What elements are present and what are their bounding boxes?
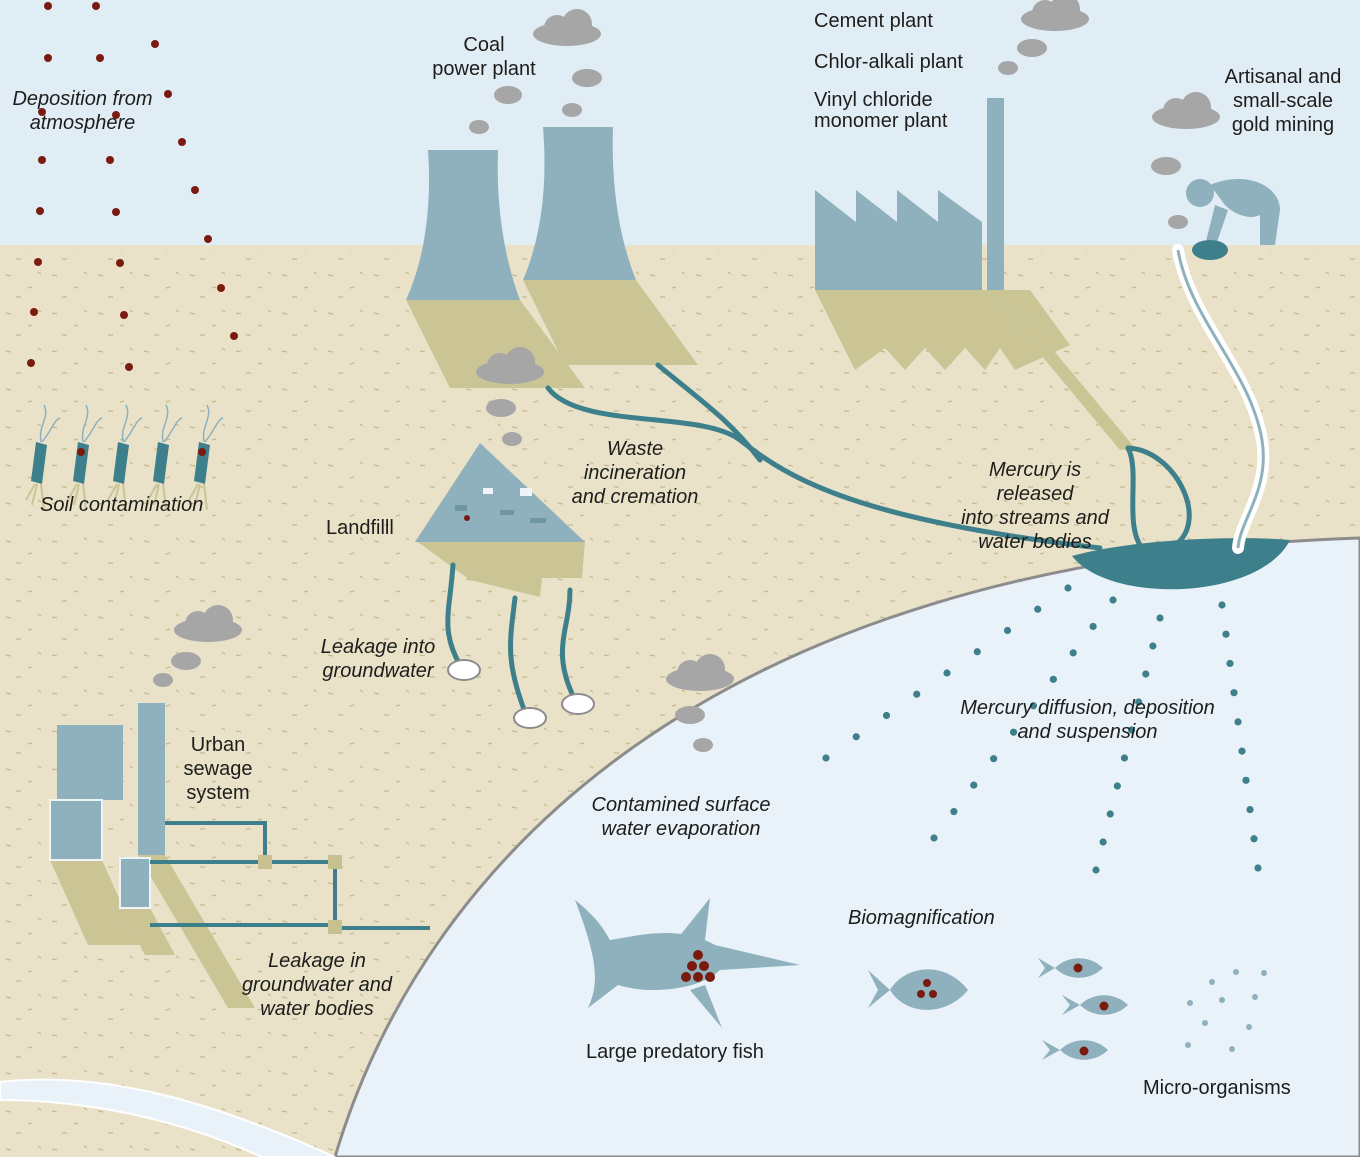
label-coal-power-plant: Coal power plant <box>418 33 550 81</box>
label-mercury-released: Mercury is released into streams and wat… <box>950 458 1120 554</box>
label-biomagnification: Biomagnification <box>848 906 995 930</box>
label-chlor-alkali: Chlor-alkali plant <box>814 50 963 74</box>
sewage-stack <box>138 703 165 855</box>
label-vinyl-chloride: Vinyl chloride monomer plant <box>814 90 947 132</box>
label-deposition: Deposition from atmosphere <box>10 87 155 135</box>
label-artisanal-mining: Artisanal and small-scale gold mining <box>1220 65 1346 137</box>
sewage-tank-bottom <box>50 800 102 860</box>
label-evaporation: Contamined surface water evaporation <box>588 793 774 841</box>
label-mercury-diffusion: Mercury diffusion, deposition and suspen… <box>955 696 1220 744</box>
label-cement-plant: Cement plant <box>814 9 933 33</box>
sewage-tank-top <box>57 725 123 800</box>
factory-chimney <box>987 98 1004 290</box>
label-landfill: Landfilll <box>326 516 394 540</box>
sewage-small-tank <box>120 858 150 908</box>
sky <box>0 0 1360 250</box>
label-leakage-water-bodies: Leakage in groundwater and water bodies <box>238 949 396 1021</box>
label-urban-sewage: Urban sewage system <box>178 733 258 805</box>
label-waste-incineration: Waste incineration and cremation <box>565 437 705 509</box>
label-micro-organisms: Micro-organisms <box>1143 1076 1291 1100</box>
label-leakage-groundwater: Leakage into groundwater <box>318 635 438 683</box>
label-large-predatory-fish: Large predatory fish <box>586 1040 764 1064</box>
label-soil-contamination: Soil contamination <box>40 493 203 517</box>
